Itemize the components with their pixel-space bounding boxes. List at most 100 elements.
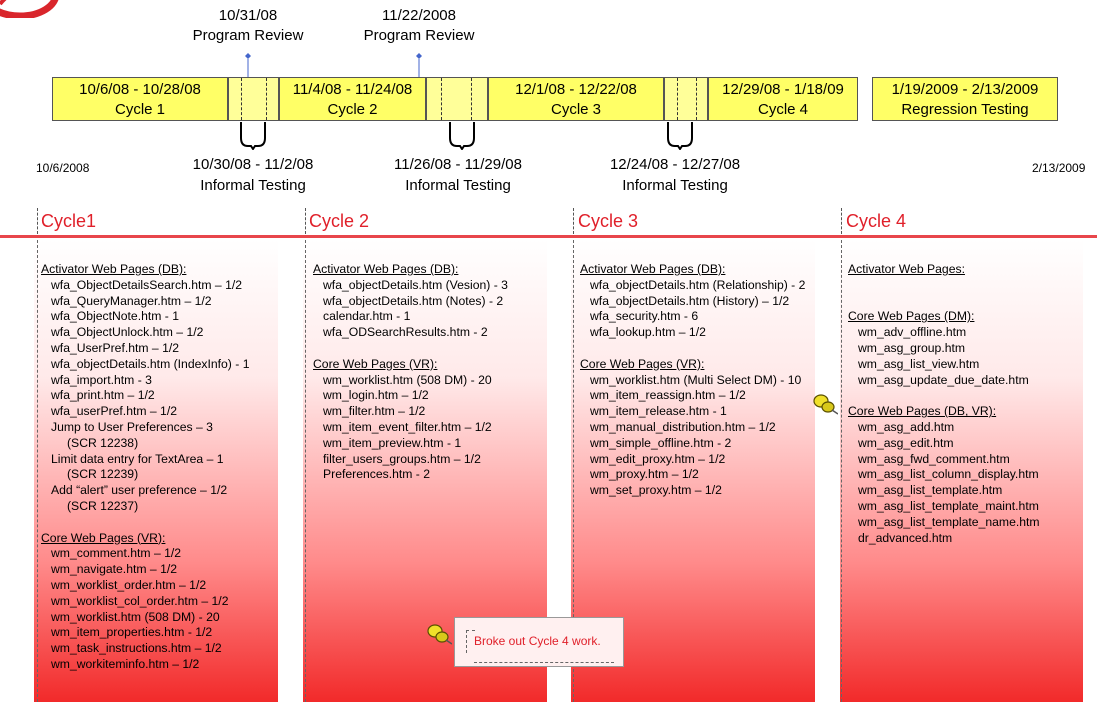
list-item: wm_login.htm – 1/2 [323,388,429,403]
spacer [580,341,805,357]
informal-label: Informal Testing [405,177,511,194]
list-item: wm_adv_offline.htm [858,325,967,340]
bracket-3 [667,122,693,150]
column-title-cycle-3: Cycle 3 [578,211,639,231]
list-section-heading: Core Web Pages (VR): [41,530,166,545]
list-section-heading: Core Web Pages (VR): [580,356,705,371]
milestone-label: Program Review [363,27,475,44]
list-item: wm_asg_add.htm [858,419,955,434]
list-item: wm_proxy.htm – 1/2 [590,467,699,482]
list-item: wfa_ObjectNote.htm - 1 [51,309,180,324]
spacer [848,388,1040,404]
list-item: wfa_ObjectDetailsSearch.htm – 1/2 [51,277,243,292]
list-section-heading: Core Web Pages (DM): [848,309,975,324]
list-item: wm_task_instructions.htm – 1/2 [51,641,222,656]
list-section-heading: Activator Web Pages (DB): [41,262,187,276]
segment-cycle-2: 11/4/08 - 11/24/08 Cycle 2 [279,77,426,121]
list-item: wfa_objectDetails.htm (Vesion) - 3 [323,277,508,292]
list-item: Limit data entry for TextArea – 1 [51,451,224,466]
spacer [848,294,1040,310]
bracket-2 [449,122,475,150]
comment-callout [454,617,624,667]
panel-cycle-1 [34,240,278,702]
milestone-1: 10/31/08 Program Review [168,6,328,46]
list-item: wm_item_reassign.htm – 1/2 [590,388,746,403]
panel-divider [841,240,842,702]
list-item: wfa_objectDetails.htm (Relationship) - 2 [590,277,806,292]
list-item: wm_item_properties.htm - 1/2 [51,625,213,640]
bracket-1 [240,122,266,150]
panel-divider [573,240,574,702]
list-section-heading: Core Web Pages (VR): [313,356,438,371]
segment-cycle-3: 12/1/08 - 12/22/08 Cycle 3 [488,77,664,121]
informal-testing-3: 12/24/08 - 12/27/08 Informal Testing [575,154,775,196]
list-item: wm_worklist_col_order.htm – 1/2 [51,593,229,608]
segment-cycle-4: 12/29/08 - 1/18/09 Cycle 4 [708,77,858,121]
cycle-3-page-list: Activator Web Pages (DB):wfa_objectDetai… [580,262,805,499]
segment-name: Cycle 2 [327,101,378,118]
list-item: Jump to User Preferences – 3 [51,419,213,434]
list-item: wm_asg_fwd_comment.htm [858,451,1010,466]
list-item: calendar.htm - 1 [323,309,411,324]
panel-divider [37,240,38,702]
callout-underline [474,662,614,663]
segment-name: Cycle 4 [757,101,809,118]
milestone-label: Program Review [192,27,304,44]
list-item: wfa_objectDetails.htm (History) – 1/2 [590,293,790,308]
list-item: wm_simple_offline.htm - 2 [590,435,732,450]
section-divider-line [0,235,1097,238]
pushpin-icon [813,394,838,415]
panel-divider [305,240,306,702]
list-item: wm_worklist_order.htm – 1/2 [51,577,207,592]
list-item: wm_workiteminfo.htm – 1/2 [51,656,200,671]
milestone-date: 11/22/2008 [382,7,456,24]
column-title-cycle-1: Cycle1 [41,211,97,231]
milestone-marker-1 [245,53,251,78]
list-item: wfa_objectDetails.htm (Notes) - 2 [323,293,504,308]
logo-icon [0,0,59,18]
spacer [41,515,249,531]
list-item: wfa_objectDetails.htm (IndexInfo) - 1 [51,356,250,371]
segment-cycle-1: 10/6/08 - 10/28/08 Cycle 1 [52,77,228,121]
segment-dates: 12/29/08 - 1/18/09 [722,81,844,98]
informal-testing-2: 11/26/08 - 11/29/08 Informal Testing [358,154,558,196]
column-title-cycle-2: Cycle 2 [309,211,370,231]
timeline-bar: 10/6/08 - 10/28/08 Cycle 1 11/4/08 - 11/… [52,77,1058,123]
list-item: wm_item_preview.htm - 1 [323,435,462,450]
list-item: wm_manual_distribution.htm – 1/2 [590,419,776,434]
list-section-heading: Activator Web Pages: [848,262,965,276]
list-item: wm_asg_list_template_name.htm [858,514,1040,529]
list-item: wm_asg_list_template.htm [858,483,1003,498]
list-item: (SCR 12239) [67,467,139,482]
informal-dates: 10/30/08 - 11/2/08 [192,156,314,173]
milestone-2: 11/22/2008 Program Review [339,6,499,46]
segment-dates: 11/4/08 - 11/24/08 [292,81,413,98]
callout-bracket [466,630,475,653]
list-section-heading: Core Web Pages (DB, VR): [848,404,997,419]
list-item: wfa_print.htm – 1/2 [51,388,155,403]
list-item: wfa_security.htm - 6 [590,309,699,324]
list-item: (SCR 12237) [67,498,139,513]
list-section-heading: Activator Web Pages (DB): [580,262,726,276]
panel-cycle-4 [840,240,1083,702]
gap-informal-1 [228,77,279,121]
list-item: wm_item_release.htm - 1 [590,404,727,419]
spacer [313,341,508,357]
segment-name: Regression Testing [901,101,1029,118]
segment-regression: 1/19/2009 - 2/13/2009 Regression Testing [872,77,1058,121]
informal-label: Informal Testing [622,177,728,194]
informal-label: Informal Testing [200,177,306,194]
header-divider [37,208,38,234]
list-item: filter_users_groups.htm – 1/2 [323,451,481,466]
list-item: wm_worklist.htm (508 DM) - 20 [51,609,220,624]
list-item: wm_asg_list_view.htm [858,356,980,371]
list-item: wm_worklist.htm (508 DM) - 20 [323,372,492,387]
header-divider [305,208,306,234]
list-item: wm_navigate.htm – 1/2 [51,562,178,577]
header-divider [573,208,574,234]
list-item: wm_comment.htm – 1/2 [51,546,182,561]
milestone-date: 10/31/08 [218,7,278,24]
list-item: wm_asg_edit.htm [858,435,954,450]
informal-dates: 11/26/08 - 11/29/08 [394,156,522,173]
segment-dates: 10/6/08 - 10/28/08 [79,81,201,98]
